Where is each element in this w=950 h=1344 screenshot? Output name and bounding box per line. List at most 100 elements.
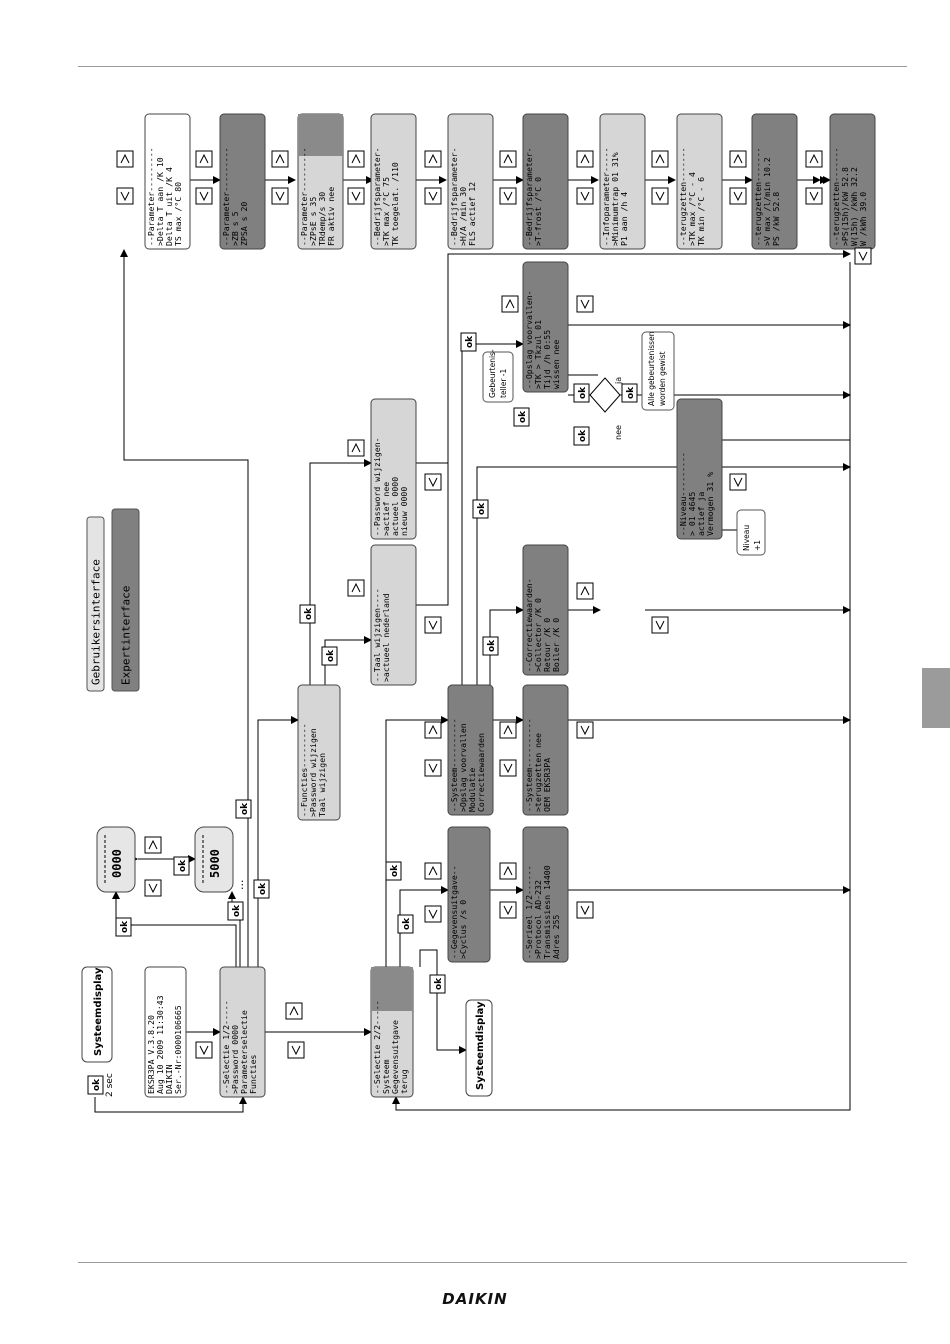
note-gebeurtenis-teller-line: Gebeurtenis- (488, 349, 497, 398)
down-arrow-icon (428, 477, 438, 488)
ok-button-1: ok (115, 917, 132, 937)
ok-button-10-label: ok (434, 977, 444, 990)
screen-p10-line: W(15h) /kWh 32.2 (849, 167, 859, 246)
ok-button-6: ok (299, 604, 316, 624)
down-arrow-icon (199, 191, 209, 202)
password-bubble-2: 5000 (194, 826, 234, 893)
down-button-55-frame (576, 187, 594, 205)
ok-button-17-frame (621, 383, 638, 403)
screen-p1-line: TS max /°C 80 (173, 182, 183, 246)
down-arrow-icon (503, 763, 513, 774)
screen-systeem1-line: >Opslag voorvallen (458, 723, 468, 812)
down-button-51-frame (424, 187, 442, 205)
up-arrow-icon (505, 298, 515, 309)
systeemdisplay-top: Systeemdisplay (81, 966, 113, 1063)
up-arrow-icon (428, 724, 438, 735)
down-arrow-icon (148, 883, 158, 894)
screen-p3-line: TRdemp/s 30 (317, 192, 327, 246)
connector (416, 260, 449, 606)
down-button-62 (854, 247, 872, 265)
screen-sel2-line: --Selectie 2/2----- (372, 1000, 382, 1094)
screen-pwd: --Password wijzigen->actief nee actueel … (370, 398, 417, 540)
screen-systeem2-line: OEM EKSR3PA (542, 758, 552, 812)
down-arrow-icon (655, 191, 665, 202)
ok-button-0-frame (87, 1075, 104, 1095)
screen-pwd-box (370, 398, 417, 540)
down-button-36 (576, 721, 594, 739)
screen-p10: --terugzetten------->PS(15h)/kW 52.8 W(1… (829, 113, 876, 250)
ok-button-1-label: ok (120, 920, 130, 933)
down-button-61 (805, 187, 823, 205)
ok-button-5-frame (235, 799, 252, 819)
connector (257, 716, 299, 967)
down-button-31-frame (576, 901, 594, 919)
ok-button-4-label: ok (258, 882, 268, 895)
screen-serieel-box (522, 826, 569, 963)
ok-button-5-label: ok (240, 802, 250, 815)
up-arrow-icon (580, 153, 590, 164)
down-button-43 (116, 187, 134, 205)
note-niveau-plus-line: Niveau (742, 525, 751, 551)
screen-serieel-line: --Serieel 1/2------ (524, 865, 534, 959)
screen-systeem2: --Systeem---------->terugzetten nee OEM … (522, 684, 569, 816)
password-bubble-2-box (194, 826, 234, 893)
screen-p10-line: >PS(15h)/kW 52.8 (840, 167, 850, 246)
ok-button-11-frame (472, 499, 489, 519)
up-button-46 (271, 150, 289, 168)
screen-opslag-box (522, 261, 569, 393)
screen-p5-box (447, 113, 494, 250)
screen-p5: --Bedrijfsparameter->H/A /min 30 FLS act… (447, 113, 494, 250)
screen-p9: --terugzetten------->V max /l/min 10.2 P… (751, 113, 798, 250)
up-arrow-icon (809, 153, 819, 164)
screen-p5-line: FLS actief 12 (467, 182, 477, 246)
legend-expert-box (111, 508, 140, 692)
systeemdisplay-bottom-box (465, 999, 493, 1097)
up-arrow-icon (275, 153, 285, 164)
screen-opslag-line: >TK > Tkzul 01 (533, 320, 543, 389)
down-arrow-icon (428, 909, 438, 920)
up-arrow-icon (428, 153, 438, 164)
down-arrow-icon (291, 1045, 301, 1056)
screen-sel2-line: Gegevensuitgave (390, 1020, 400, 1094)
down-button-59 (729, 187, 747, 205)
down-button-31 (576, 901, 594, 919)
up-button-54 (576, 150, 594, 168)
screen-opslag-line: wissen nee (551, 340, 561, 389)
screen-correctie: --Correctiewaarden->Collector /K 0 Retou… (522, 544, 569, 676)
ok-button-15: ok (573, 383, 590, 403)
down-button-38 (651, 616, 669, 634)
password-bubble-2-value: 5000 (208, 849, 222, 878)
systeemdisplay-bottom-label: Systeemdisplay (475, 1001, 486, 1090)
down-button-35 (499, 759, 517, 777)
ok-button-16-label: ok (578, 429, 588, 442)
legend-user-label: Gebruikersinterface (90, 559, 103, 685)
screen-p6-line: >T-frost /°C 0 (533, 177, 543, 246)
down-button-35-frame (499, 759, 517, 777)
screen-p9-line: >V max /l/min 10.2 (762, 157, 772, 246)
down-arrow-icon (275, 191, 285, 202)
screen-niveau-line: --Niveau--------- (678, 452, 688, 536)
up-button-48 (347, 150, 365, 168)
up-button-50-frame (424, 150, 442, 168)
note-niveau-plus-line: +1 (753, 540, 762, 551)
up-arrow-icon (428, 865, 438, 876)
up-button-32 (424, 721, 442, 739)
note-niveau-plus-box (736, 509, 766, 556)
screen-correctie-line: Retour /K 0 (542, 618, 552, 672)
connector (447, 250, 851, 260)
ok-button-6-label: ok (304, 607, 314, 620)
ok-button-12-label: ok (487, 639, 497, 652)
screen-niveau-line: Vermogen 31 % (705, 472, 715, 536)
up-arrow-icon (503, 865, 513, 876)
note-alle-gebeurtenissen-box (641, 331, 675, 411)
down-button-47 (271, 187, 289, 205)
down-arrow-icon (858, 251, 868, 262)
screen-sel1-line: Functies (248, 1054, 258, 1094)
screen-serieel-line: Adres 255 (551, 915, 561, 959)
note-gebeurtenis-teller-line: teller -1 (499, 368, 508, 398)
bottom-rule (78, 1262, 907, 1263)
down-arrow-icon (351, 191, 361, 202)
connector (399, 886, 449, 967)
down-arrow-icon (580, 905, 590, 916)
